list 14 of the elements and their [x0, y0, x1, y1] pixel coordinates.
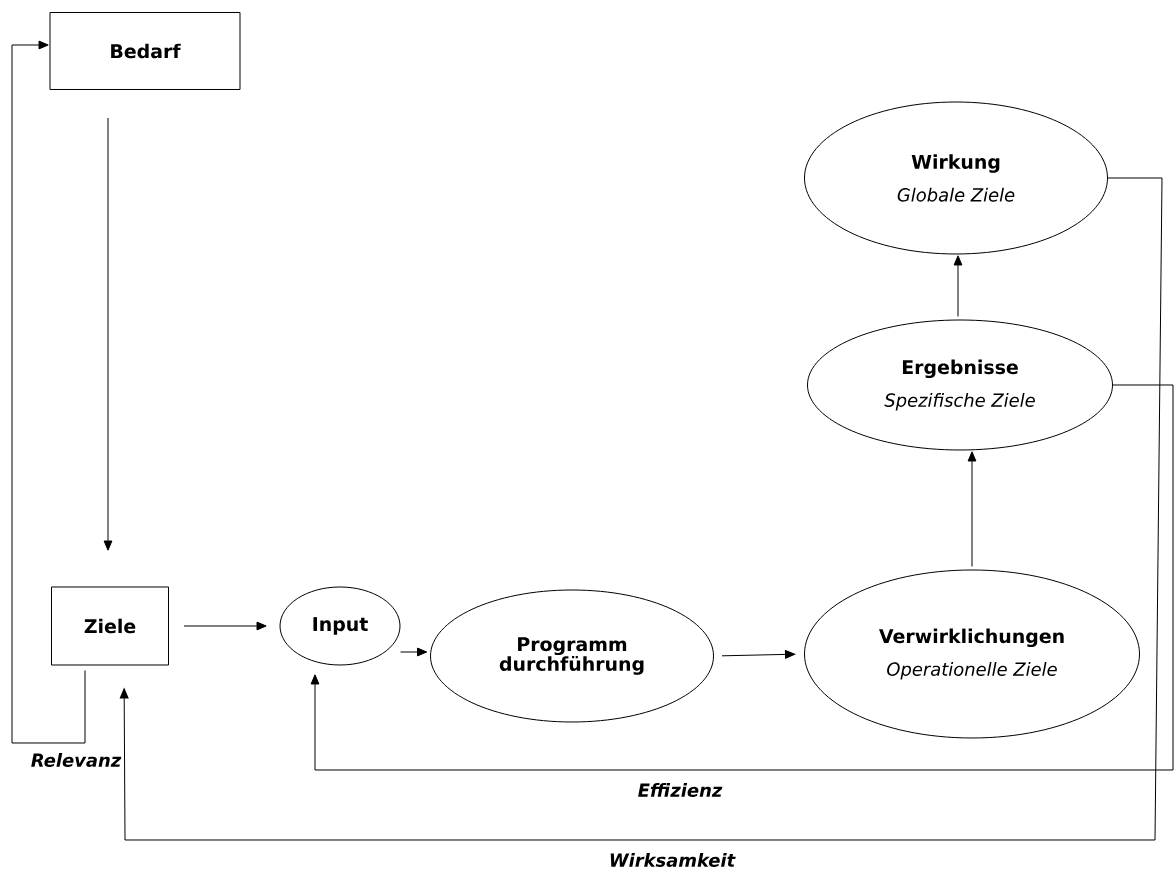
arrow: [400, 647, 428, 657]
arrow: [721, 650, 796, 659]
arrow: [119, 177, 1163, 841]
arrow: [183, 621, 267, 631]
arrow: [967, 451, 977, 567]
edge-label: Effizienz: [638, 783, 723, 797]
process-box: Ziele: [51, 586, 169, 666]
arrow: [310, 384, 1174, 771]
arrow: [953, 255, 963, 317]
arrow: [11, 40, 86, 744]
arrow: [103, 117, 113, 551]
edge-label: Wirksamkeit: [610, 853, 736, 867]
edge-label: Relevanz: [31, 753, 122, 767]
process-box: Bedarf: [49, 12, 241, 90]
